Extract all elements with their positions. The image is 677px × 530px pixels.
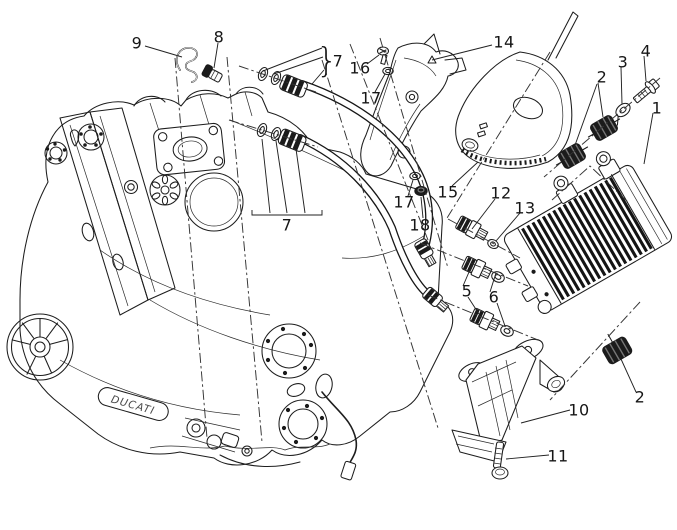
callout-5: 5 <box>461 281 473 301</box>
washer <box>382 66 394 76</box>
engine-logo-badge: DUCATI <box>97 387 169 422</box>
flanged-nut <box>414 185 428 197</box>
callout-7: 7 <box>281 215 293 235</box>
nipple-fitting <box>469 307 501 331</box>
union-fitting <box>455 215 489 241</box>
sealing-washer <box>487 238 499 250</box>
hex-bolt <box>491 441 509 480</box>
oil-cooler <box>503 151 673 314</box>
callout-17: 17 <box>393 192 415 212</box>
callout-17: 17 <box>360 88 382 108</box>
clamp <box>175 47 198 83</box>
hose-coupling <box>279 74 308 98</box>
intake-flange <box>153 122 226 176</box>
cooler-ear <box>553 175 579 204</box>
leader-lines <box>144 42 654 460</box>
nipple-fitting <box>461 255 493 279</box>
mounting-bracket <box>451 338 566 463</box>
callout-15: 15 <box>437 182 459 202</box>
callout-2: 2 <box>634 387 646 407</box>
callout-11: 11 <box>547 446 569 466</box>
bearing-rings <box>44 123 105 165</box>
callout-14: 14 <box>493 32 515 52</box>
timing-covers <box>261 323 333 449</box>
callout-7: 7 <box>332 51 344 71</box>
callout-8: 8 <box>213 27 225 47</box>
flange-bolt <box>632 78 660 104</box>
hose-end-fitting <box>414 238 437 268</box>
callout-13: 13 <box>514 198 536 218</box>
callout-10: 10 <box>568 400 590 420</box>
hose-end-fitting <box>422 286 450 313</box>
oil-pump <box>181 417 301 467</box>
brace-7: } <box>316 41 338 81</box>
oil-hose-upper <box>257 66 437 268</box>
callout-4: 4 <box>640 41 652 61</box>
washer <box>409 171 421 181</box>
grommet <box>602 333 633 365</box>
callout-6: 6 <box>488 287 500 307</box>
callout-2: 2 <box>596 67 608 87</box>
callout-3: 3 <box>617 52 629 72</box>
generator-cover <box>6 313 74 381</box>
oil-hose-lower <box>256 122 450 313</box>
heat-shield-15 <box>455 11 579 169</box>
callout-9: 9 <box>131 33 143 53</box>
cooler-core-fins <box>521 176 653 301</box>
belt-cover <box>59 107 176 316</box>
grommet <box>555 143 589 169</box>
sprocket-cover <box>149 174 181 206</box>
callout-16: 16 <box>349 58 371 78</box>
small-bolt <box>201 64 223 83</box>
callout-18: 18 <box>409 215 431 235</box>
engine-logo: DUCATI <box>110 394 157 418</box>
cooler-ear <box>595 151 621 180</box>
callout-12: 12 <box>490 183 512 203</box>
projection-lines <box>174 37 661 443</box>
callout-1: 1 <box>651 98 663 118</box>
engine-assembly: DUCATI <box>6 86 454 481</box>
cable <box>286 383 358 481</box>
